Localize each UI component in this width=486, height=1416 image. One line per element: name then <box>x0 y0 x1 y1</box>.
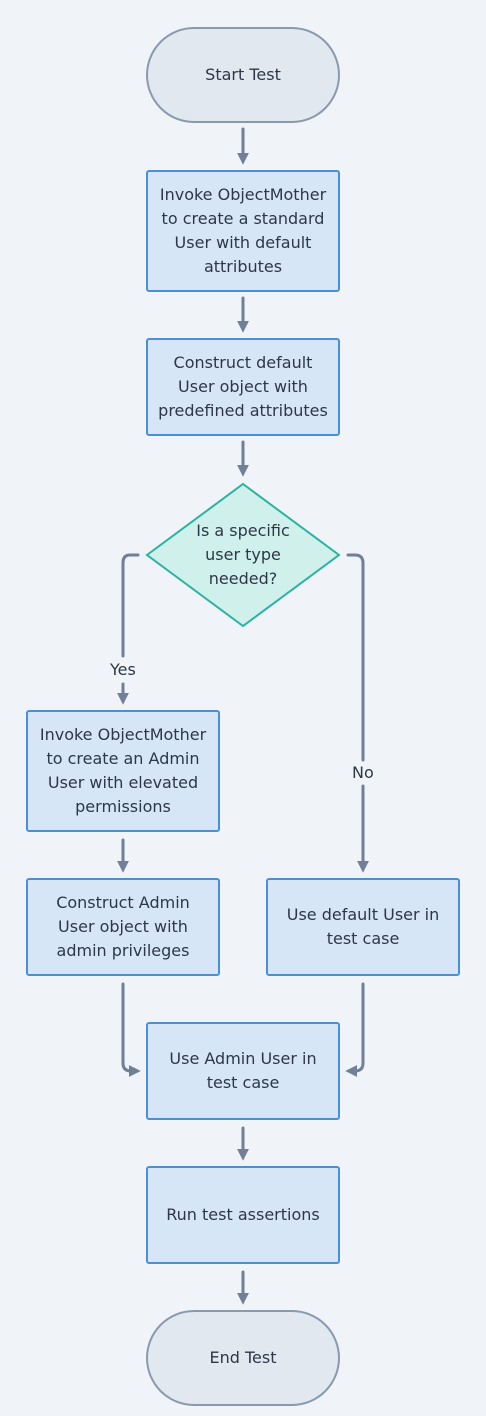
invoke-admin-user-step: Invoke ObjectMother to create an Admin U… <box>26 710 220 832</box>
start-terminal: Start Test <box>146 27 340 123</box>
end-label: End Test <box>209 1348 277 1367</box>
run-test-assertions-label: Run test assertions <box>166 1205 320 1224</box>
invoke-admin-user-label: Invoke ObjectMother to create an Admin U… <box>39 725 207 816</box>
invoke-standard-user-label: Invoke ObjectMother to create a standard… <box>159 185 327 276</box>
construct-admin-user-step: Construct Admin User object with admin p… <box>26 878 220 976</box>
use-default-user-step: Use default User in test case <box>266 878 460 976</box>
invoke-standard-user-step: Invoke ObjectMother to create a standard… <box>146 170 340 292</box>
edge-decision-yes <box>123 553 140 700</box>
edge-decision-no <box>346 553 363 868</box>
construct-default-user-step: Construct default User object with prede… <box>146 338 340 436</box>
use-admin-user-step: Use Admin User in test case <box>146 1022 340 1120</box>
edge-construct-admin-to-use-admin <box>121 982 141 1077</box>
end-terminal: End Test <box>146 1310 340 1406</box>
start-label: Start Test <box>205 65 281 84</box>
decision-diamond <box>145 482 341 628</box>
decision-label: Is a specific user type needed? <box>196 521 290 588</box>
construct-admin-user-label: Construct Admin User object with admin p… <box>56 893 190 960</box>
edge-label-yes: Yes <box>108 660 138 680</box>
use-default-user-label: Use default User in test case <box>286 905 440 948</box>
run-test-assertions-step: Run test assertions <box>146 1166 340 1264</box>
edge-label-no: No <box>350 763 376 783</box>
use-admin-user-label: Use Admin User in test case <box>169 1049 317 1092</box>
edge-use-default-to-use-admin <box>345 982 365 1077</box>
construct-default-user-label: Construct default User object with prede… <box>158 353 328 420</box>
